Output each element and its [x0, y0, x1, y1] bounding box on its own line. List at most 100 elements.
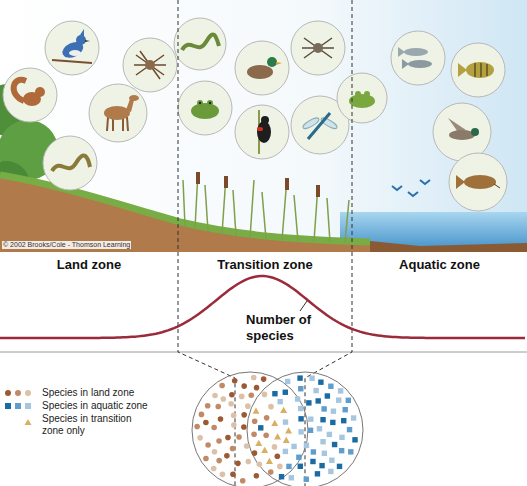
reeds	[183, 180, 185, 226]
legend-text: Species in transition zone only	[42, 413, 142, 437]
reeds	[224, 176, 228, 188]
snake-icon	[43, 136, 97, 190]
species-dots	[197, 435, 203, 441]
reeds	[183, 172, 349, 242]
fish-icon	[486, 64, 488, 76]
blue-jay-icon	[80, 29, 84, 37]
species-dots	[308, 416, 313, 421]
species-dots	[254, 385, 260, 391]
species-dots	[225, 435, 231, 441]
legend-samples	[25, 419, 32, 425]
deer-icon	[89, 84, 147, 142]
fish-icon	[480, 63, 482, 77]
species-dots	[203, 456, 209, 462]
deer-icon	[129, 95, 139, 101]
legend-samples	[15, 390, 32, 425]
species-dots	[219, 383, 225, 389]
spider-icon	[123, 38, 177, 92]
spider-icon	[134, 51, 166, 79]
species-dots	[320, 417, 325, 422]
land-ground	[0, 175, 370, 252]
reeds	[327, 198, 330, 242]
curve-label: Number of species	[246, 312, 320, 343]
species-dots	[215, 404, 221, 410]
species-dots	[285, 427, 292, 433]
snake-icon	[52, 155, 90, 171]
fish-icon	[449, 153, 507, 211]
species-dots	[319, 463, 324, 468]
fish-icon	[404, 48, 428, 56]
fish-icon	[494, 184, 500, 188]
fish-icon	[456, 175, 465, 189]
flying-birds	[392, 180, 430, 196]
aquatic-circle	[247, 372, 363, 486]
species-dots	[268, 404, 274, 410]
species-dots	[309, 376, 314, 381]
leader-line	[300, 301, 307, 311]
zone-guide	[178, 0, 235, 486]
species-dots	[332, 442, 337, 447]
species-dots	[304, 443, 309, 448]
blue-jay-icon	[45, 21, 99, 75]
legend-swatch	[5, 403, 11, 409]
species-dots	[327, 432, 332, 437]
species-dots	[212, 393, 218, 399]
species-dots	[253, 407, 260, 413]
species-dots	[331, 409, 336, 414]
reeds	[345, 200, 349, 242]
frog-icon	[337, 73, 387, 123]
species-dots	[205, 403, 211, 409]
flying-birds	[420, 180, 430, 184]
squirrel-icon	[35, 87, 45, 97]
deer-icon	[127, 117, 128, 131]
species-dots	[297, 375, 302, 380]
deer-icon	[126, 99, 134, 112]
legend-samples	[15, 403, 21, 409]
species-dots	[218, 416, 224, 422]
duck-icon	[433, 103, 491, 161]
species-dots	[254, 473, 260, 479]
species-dots	[248, 392, 254, 398]
blackbird-icon	[257, 121, 271, 143]
species-dots	[329, 458, 334, 463]
species-dots	[236, 434, 242, 440]
species-dots	[232, 378, 238, 384]
species-dots	[220, 396, 226, 402]
species-dots	[261, 447, 268, 453]
blackbird-icon	[235, 105, 289, 159]
species-dots	[280, 407, 287, 413]
species-dots	[291, 444, 296, 449]
species-dots	[306, 400, 311, 405]
species-dots	[274, 433, 281, 439]
frog-icon	[209, 102, 211, 104]
reeds	[233, 190, 236, 236]
blue-jay-icon	[45, 21, 99, 75]
species-dots	[285, 379, 290, 384]
snake-icon	[174, 18, 226, 70]
frog-icon	[364, 91, 370, 97]
species-dots	[230, 446, 236, 452]
species-dots	[283, 419, 288, 424]
species-dots	[321, 406, 326, 411]
species-dots	[258, 425, 263, 430]
species-dots	[261, 376, 267, 382]
species-dots	[275, 453, 281, 459]
species-dots	[318, 379, 323, 384]
species-dots	[338, 388, 343, 393]
species-dots	[251, 375, 257, 381]
species-dots	[283, 390, 288, 395]
species-dots	[240, 478, 246, 484]
species-dots	[231, 422, 237, 428]
species-dots	[308, 428, 313, 433]
species-dots	[211, 466, 217, 472]
species-dots	[268, 469, 274, 475]
species-dots	[310, 459, 315, 464]
squirrel-icon	[3, 68, 57, 122]
legend-text: Species in aquatic zone	[42, 400, 148, 412]
species-dots	[311, 449, 316, 454]
species-dots	[298, 406, 303, 411]
fish-icon	[408, 60, 432, 68]
species-dots	[295, 396, 300, 401]
species-dots	[298, 464, 303, 469]
species-dots	[228, 401, 234, 407]
